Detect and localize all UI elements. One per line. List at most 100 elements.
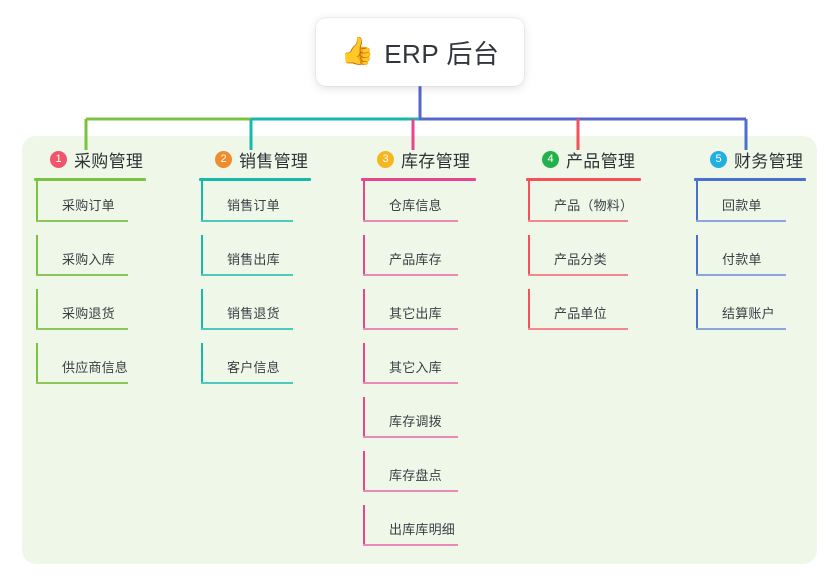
leaf-list-4: 产品（物料） 产品分类产品单位 bbox=[526, 181, 641, 343]
leaf-stem bbox=[363, 181, 365, 221]
leaf-stem bbox=[363, 289, 365, 329]
leaf-underline bbox=[36, 274, 128, 276]
leaf-underline bbox=[36, 328, 128, 330]
branch-underline-2 bbox=[199, 178, 311, 181]
leaf-label: 销售出库 bbox=[227, 252, 280, 267]
leaf-item[interactable]: 产品单位 bbox=[526, 289, 641, 343]
leaf-label: 采购退货 bbox=[62, 306, 115, 321]
branch-underline-4 bbox=[526, 178, 641, 181]
leaf-stem bbox=[696, 235, 698, 275]
leaf-label: 回款单 bbox=[722, 198, 762, 213]
leaf-item[interactable]: 销售订单 bbox=[199, 181, 311, 235]
leaf-item[interactable]: 产品库存 bbox=[361, 235, 476, 289]
leaf-label: 产品（物料） bbox=[554, 198, 634, 213]
leaf-stem bbox=[36, 343, 38, 383]
leaf-stem bbox=[363, 397, 365, 437]
leaf-label: 结算账户 bbox=[722, 306, 775, 321]
leaf-item[interactable]: 供应商信息 bbox=[34, 343, 146, 397]
leaf-label: 供应商信息 bbox=[62, 360, 129, 375]
leaf-underline bbox=[36, 220, 128, 222]
leaf-item[interactable]: 采购入库 bbox=[34, 235, 146, 289]
leaf-item[interactable]: 库存调拨 bbox=[361, 397, 476, 451]
leaf-underline bbox=[363, 220, 458, 222]
leaf-item[interactable]: 客户信息 bbox=[199, 343, 311, 397]
leaf-label: 库存盘点 bbox=[389, 468, 442, 483]
branch-title-5: 财务管理 bbox=[734, 151, 804, 171]
branch-header-5[interactable]: 5 财务管理 bbox=[694, 146, 806, 172]
leaf-underline bbox=[528, 220, 628, 222]
leaf-stem bbox=[696, 289, 698, 329]
branch-header-2[interactable]: 2 销售管理 bbox=[199, 146, 311, 172]
leaf-item[interactable]: 产品分类 bbox=[526, 235, 641, 289]
root-node-card[interactable]: 👍 ERP 后台 bbox=[316, 18, 524, 86]
branch-badge-4: 4 bbox=[542, 150, 559, 168]
branch-badge-1: 1 bbox=[50, 150, 67, 168]
leaf-label: 产品单位 bbox=[554, 306, 607, 321]
leaf-item[interactable]: 付款单 bbox=[694, 235, 806, 289]
leaf-item[interactable]: 其它入库 bbox=[361, 343, 476, 397]
leaf-stem bbox=[201, 235, 203, 275]
leaf-stem bbox=[201, 343, 203, 383]
leaf-item[interactable]: 结算账户 bbox=[694, 289, 806, 343]
leaf-item[interactable]: 出库库明细 bbox=[361, 505, 476, 559]
leaf-stem bbox=[696, 181, 698, 221]
leaf-stem bbox=[201, 181, 203, 221]
branch-badge-2: 2 bbox=[215, 150, 232, 168]
leaf-label: 仓库信息 bbox=[389, 198, 442, 213]
branch-column-1: 1 采购管理采购订单采购入库采购退货供应商信息 bbox=[34, 146, 146, 397]
leaf-item[interactable]: 销售退货 bbox=[199, 289, 311, 343]
branch-title-3: 库存管理 bbox=[401, 151, 471, 171]
leaf-item[interactable]: 采购退货 bbox=[34, 289, 146, 343]
leaf-label: 产品库存 bbox=[389, 252, 442, 267]
leaf-item[interactable]: 回款单 bbox=[694, 181, 806, 235]
leaf-label: 采购入库 bbox=[62, 252, 115, 267]
leaf-item[interactable]: 库存盘点 bbox=[361, 451, 476, 505]
leaf-underline bbox=[201, 382, 293, 384]
leaf-stem bbox=[363, 505, 365, 545]
leaf-label: 出库库明细 bbox=[389, 522, 456, 537]
branch-title-2: 销售管理 bbox=[239, 151, 309, 171]
leaf-stem bbox=[201, 289, 203, 329]
leaf-stem bbox=[528, 235, 530, 275]
branch-badge-5: 5 bbox=[710, 150, 727, 168]
leaf-underline bbox=[363, 490, 458, 492]
leaf-underline bbox=[696, 328, 786, 330]
leaf-stem bbox=[528, 289, 530, 329]
leaf-list-3: 仓库信息产品库存其它出库其它入库库存调拨库存盘点出库库明细 bbox=[361, 181, 476, 559]
branch-underline-5 bbox=[694, 178, 806, 181]
leaf-underline bbox=[363, 436, 458, 438]
leaf-item[interactable]: 其它出库 bbox=[361, 289, 476, 343]
branch-header-1[interactable]: 1 采购管理 bbox=[34, 146, 146, 172]
leaf-label: 销售退货 bbox=[227, 306, 280, 321]
leaf-list-2: 销售订单销售出库销售退货客户信息 bbox=[199, 181, 311, 397]
leaf-item[interactable]: 采购订单 bbox=[34, 181, 146, 235]
leaf-item[interactable]: 仓库信息 bbox=[361, 181, 476, 235]
branch-column-2: 2 销售管理销售订单销售出库销售退货客户信息 bbox=[199, 146, 311, 397]
leaf-stem bbox=[363, 343, 365, 383]
leaf-label: 采购订单 bbox=[62, 198, 115, 213]
leaf-label: 其它出库 bbox=[389, 306, 442, 321]
leaf-label: 销售订单 bbox=[227, 198, 280, 213]
leaf-stem bbox=[36, 289, 38, 329]
leaf-item[interactable]: 产品（物料） bbox=[526, 181, 641, 235]
leaf-underline bbox=[363, 274, 458, 276]
leaf-label: 付款单 bbox=[722, 252, 762, 267]
leaf-list-1: 采购订单采购入库采购退货供应商信息 bbox=[34, 181, 146, 397]
branch-title-1: 采购管理 bbox=[74, 151, 144, 171]
thumbs-up-icon: 👍 bbox=[340, 35, 375, 66]
root-node-title: ERP 后台 bbox=[384, 38, 500, 69]
leaf-list-5: 回款单付款单结算账户 bbox=[694, 181, 806, 343]
leaf-stem bbox=[363, 235, 365, 275]
leaf-underline bbox=[696, 220, 786, 222]
leaf-underline bbox=[36, 382, 128, 384]
leaf-stem bbox=[363, 451, 365, 491]
leaf-item[interactable]: 销售出库 bbox=[199, 235, 311, 289]
leaf-underline bbox=[696, 274, 786, 276]
leaf-underline bbox=[528, 328, 628, 330]
leaf-label: 其它入库 bbox=[389, 360, 442, 375]
